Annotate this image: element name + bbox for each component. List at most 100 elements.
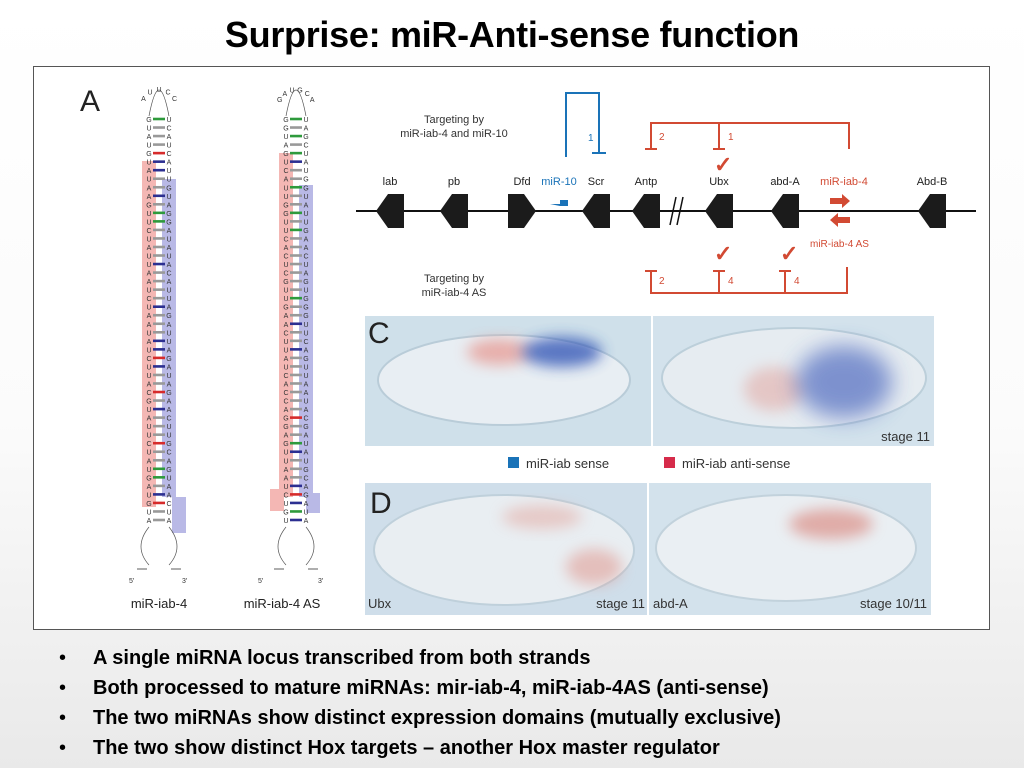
base-letter: U <box>146 433 151 440</box>
base-letter: G <box>303 305 308 312</box>
gene-arrow-ubx <box>705 194 733 228</box>
base-letter: U <box>283 347 288 354</box>
embryo-c2-red-domain <box>744 367 804 411</box>
gene-arrow-pb <box>440 194 468 228</box>
target-bottom-line1: Targeting by <box>424 273 484 285</box>
gene-label-lab: lab <box>383 176 398 188</box>
base-letter: U <box>303 211 308 218</box>
base-letter: G <box>166 313 171 320</box>
panel-letter-c: C <box>368 317 390 350</box>
base-letter: G <box>303 296 308 303</box>
base-letter: U <box>303 330 308 337</box>
hox-cluster-diagram: Targeting by miR-iab-4 and miR-10 Target… <box>356 92 976 299</box>
base-letter: C <box>166 450 171 457</box>
base-letter: U <box>146 219 151 226</box>
panel-d: Ubx stage 11 abd-A stage 10/11 D <box>365 483 931 615</box>
loop-base: A <box>282 91 287 98</box>
base-letter: U <box>166 475 171 482</box>
base-letter: G <box>283 509 288 516</box>
base-letter: C <box>303 339 308 346</box>
base-letter: U <box>166 330 171 337</box>
base-letter: U <box>303 322 308 329</box>
mir10-arrow <box>550 200 568 206</box>
base-letter: G <box>146 151 151 158</box>
base-letter: A <box>304 450 309 457</box>
highlight-red-right-loop <box>270 489 284 511</box>
gene-label-mir-10: miR-10 <box>541 176 576 188</box>
base-letter: C <box>283 271 288 278</box>
base-letter: C <box>283 390 288 397</box>
base-letter: A <box>167 458 172 465</box>
base-letter: U <box>166 236 171 243</box>
base-letter: G <box>303 492 308 499</box>
base-letter: A <box>167 134 172 141</box>
base-letter: U <box>166 117 171 124</box>
base-letter: G <box>166 185 171 192</box>
base-letter: C <box>166 501 171 508</box>
base-letter: U <box>166 168 171 175</box>
base-letter: U <box>166 433 171 440</box>
break-mark-1 <box>669 196 677 226</box>
base-letter: A <box>304 202 309 209</box>
base-letter: U <box>146 160 151 167</box>
base-letter: U <box>146 450 151 457</box>
base-letter: U <box>146 262 151 269</box>
base-letter: A <box>284 143 289 150</box>
base-letter: C <box>146 390 151 397</box>
base-letter: U <box>146 373 151 380</box>
top-target-bracket <box>650 122 850 149</box>
base-letter: C <box>146 356 151 363</box>
highlight-blue-right-loop <box>306 493 320 513</box>
slide-title: Surprise: miR-Anti-sense function <box>224 14 800 55</box>
base-letter: A <box>167 518 172 525</box>
base-letter: C <box>283 373 288 380</box>
base-letter: G <box>166 390 171 397</box>
gene-arrow-scr <box>582 194 610 228</box>
bottom-count-abda: 4 <box>794 276 800 287</box>
highlight-red-left <box>142 161 156 507</box>
base-letter: A <box>304 390 309 397</box>
mir-iab4-as-label: miR-iab-4 AS <box>810 239 869 250</box>
base-letter: U <box>166 296 171 303</box>
base-letter: G <box>146 399 151 406</box>
base-letter: G <box>283 305 288 312</box>
base-letter: C <box>303 416 308 423</box>
base-letter: A <box>304 381 309 388</box>
base-letter: U <box>283 484 288 491</box>
legend-sense-label: miR-iab sense <box>526 456 609 471</box>
highlight-blue-left <box>162 179 176 497</box>
base-letter: U <box>303 262 308 269</box>
gene-arrow-lab <box>376 194 404 228</box>
base-letter: C <box>303 475 308 482</box>
embryo-c2-blue-domain <box>796 346 892 418</box>
base-letter: U <box>303 373 308 380</box>
loop-base: A <box>141 96 146 103</box>
base-letter: A <box>284 433 289 440</box>
internal-loop <box>277 526 287 566</box>
embryo-c1-red-domain <box>467 339 531 365</box>
base-letter: U <box>303 364 308 371</box>
base-letter: U <box>166 143 171 150</box>
gene-label-scr: Scr <box>588 176 605 188</box>
base-letter: A <box>167 407 172 414</box>
base-letter: G <box>283 211 288 218</box>
base-letter: A <box>304 347 309 354</box>
internal-loop <box>140 526 150 566</box>
base-letter: U <box>146 407 151 414</box>
base-letter: U <box>166 254 171 261</box>
base-letter: C <box>166 126 171 133</box>
base-letter: U <box>166 339 171 346</box>
base-letter: U <box>166 177 171 184</box>
base-letter: U <box>303 509 308 516</box>
gene-arrow-antp <box>632 194 660 228</box>
base-letter: A <box>147 134 152 141</box>
base-letter: U <box>303 168 308 175</box>
loop-base: U <box>156 87 161 94</box>
hairpin-left-name: miR-iab-4 <box>131 596 187 611</box>
base-letter: U <box>146 364 151 371</box>
loop-base: G <box>297 87 302 94</box>
check-abda-bottom: ✓ <box>780 241 798 266</box>
base-letter: G <box>146 202 151 209</box>
base-letter: A <box>167 347 172 354</box>
